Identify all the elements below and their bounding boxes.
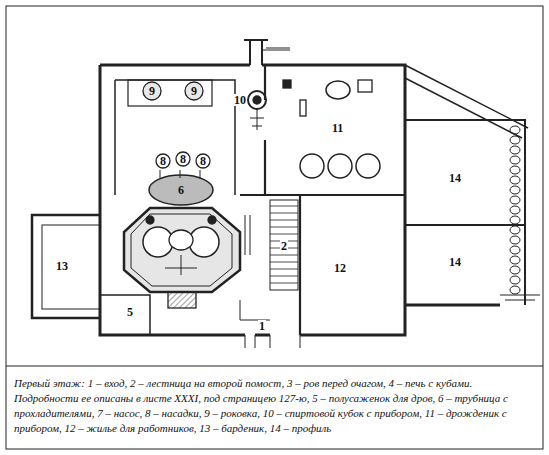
callout-number: 5 [126,306,134,318]
post [510,246,520,254]
post [510,126,520,134]
callout-number: 10 [233,94,247,106]
caption: Первый этаж: 1 – вход, 2 – лестница на в… [14,376,536,436]
post [510,136,520,144]
callout-number: 14 [448,172,462,184]
post [510,226,520,234]
post [510,156,520,164]
callout-number: 12 [333,262,347,274]
post [510,236,520,244]
post [510,196,520,204]
post [510,146,520,154]
post [510,206,520,214]
callout-number: 8 [199,155,207,167]
post [510,176,520,184]
callout-number: 6 [177,184,185,196]
callout-number: 8 [159,155,167,167]
post [510,276,520,284]
post [510,166,520,174]
callout-number: 1 [258,320,266,332]
callout-number: 11 [331,122,344,134]
callout-number: 9 [148,85,156,97]
callout-number: 9 [190,85,198,97]
callout-number: 13 [55,260,69,272]
callout-number: 2 [280,240,288,252]
callout-number: 14 [448,256,462,268]
post [510,186,520,194]
post [510,216,520,224]
post [510,256,520,264]
post [510,266,520,274]
post [510,286,520,294]
callout-number: 8 [179,153,187,165]
